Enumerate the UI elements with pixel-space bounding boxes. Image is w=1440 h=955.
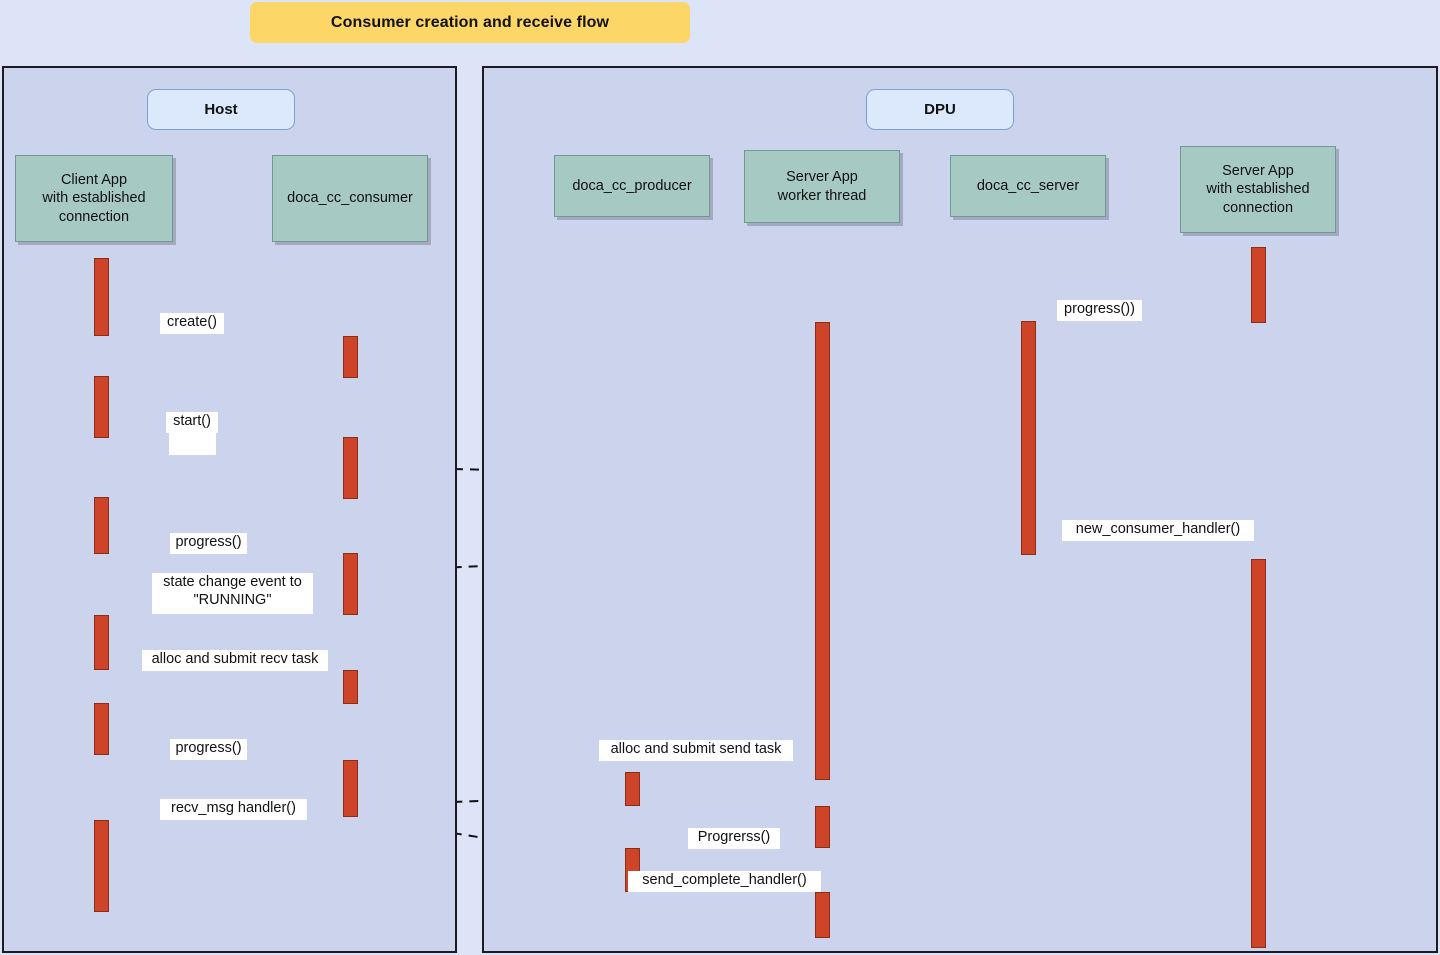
activation-bar-serverapp-act-1 <box>1251 247 1266 323</box>
activation-bar-producer-act-1 <box>625 772 640 806</box>
diagram-title-banner: Consumer creation and receive flow <box>250 2 690 43</box>
message-label-alloc-submit-send-task: alloc and submit send task <box>599 740 793 761</box>
activation-bar-serverapp-act-2 <box>1251 559 1266 948</box>
message-label-start: start() <box>166 412 218 433</box>
lifeline-head-doca-cc-consumer: doca_cc_consumer <box>272 155 428 242</box>
activation-bar-consumer-act-3 <box>343 553 358 615</box>
activation-bar-server-act-1 <box>1021 321 1036 555</box>
message-label-progress-server-app: progress()) <box>1057 300 1142 321</box>
activation-bar-consumer-act-1 <box>343 336 358 378</box>
message-label-progrerss: Progrerss() <box>688 828 780 849</box>
activation-bar-client-act-5 <box>94 703 109 755</box>
message-label-progress-2: progress() <box>170 739 247 760</box>
activation-bar-consumer-act-4 <box>343 670 358 704</box>
message-label-recv-msg-handler: recv_msg handler() <box>160 799 307 820</box>
lifeline-head-client-app: Client App with established connection <box>15 155 173 242</box>
panel-label-dpu: DPU <box>866 89 1014 130</box>
activation-bar-consumer-act-5 <box>343 760 358 817</box>
activation-bar-client-act-6 <box>94 820 109 912</box>
message-label-send-complete-handler: send_complete_handler() <box>628 871 821 892</box>
activation-bar-consumer-act-2 <box>343 437 358 499</box>
activation-bar-client-act-2 <box>94 376 109 438</box>
page-title: Consumer creation and receive flow <box>330 13 610 31</box>
message-label-start-blank-box <box>169 433 216 455</box>
activation-bar-worker-act-2 <box>815 806 830 848</box>
activation-bar-worker-act-3 <box>815 892 830 938</box>
lifeline-head-server-app-worker-thread: Server App worker thread <box>744 150 900 223</box>
lifeline-head-doca-cc-server: doca_cc_server <box>950 155 1106 217</box>
message-label-progress-1: progress() <box>170 533 247 554</box>
message-label-new-consumer-handler: new_consumer_handler() <box>1062 520 1254 541</box>
lifeline-head-doca-cc-producer: doca_cc_producer <box>554 155 710 217</box>
message-label-alloc-submit-recv-task: alloc and submit recv task <box>142 650 328 671</box>
activation-bar-client-act-3 <box>94 497 109 554</box>
message-label-state-change-event: state change event to "RUNNING" <box>152 573 313 614</box>
message-label-create: create() <box>160 313 224 334</box>
lifeline-head-server-app-established: Server App with established connection <box>1180 146 1336 233</box>
panel-label-host: Host <box>147 89 295 130</box>
activation-bar-client-act-4 <box>94 615 109 670</box>
activation-bar-worker-act-1 <box>815 322 830 780</box>
activation-bar-client-act-1 <box>94 258 109 336</box>
